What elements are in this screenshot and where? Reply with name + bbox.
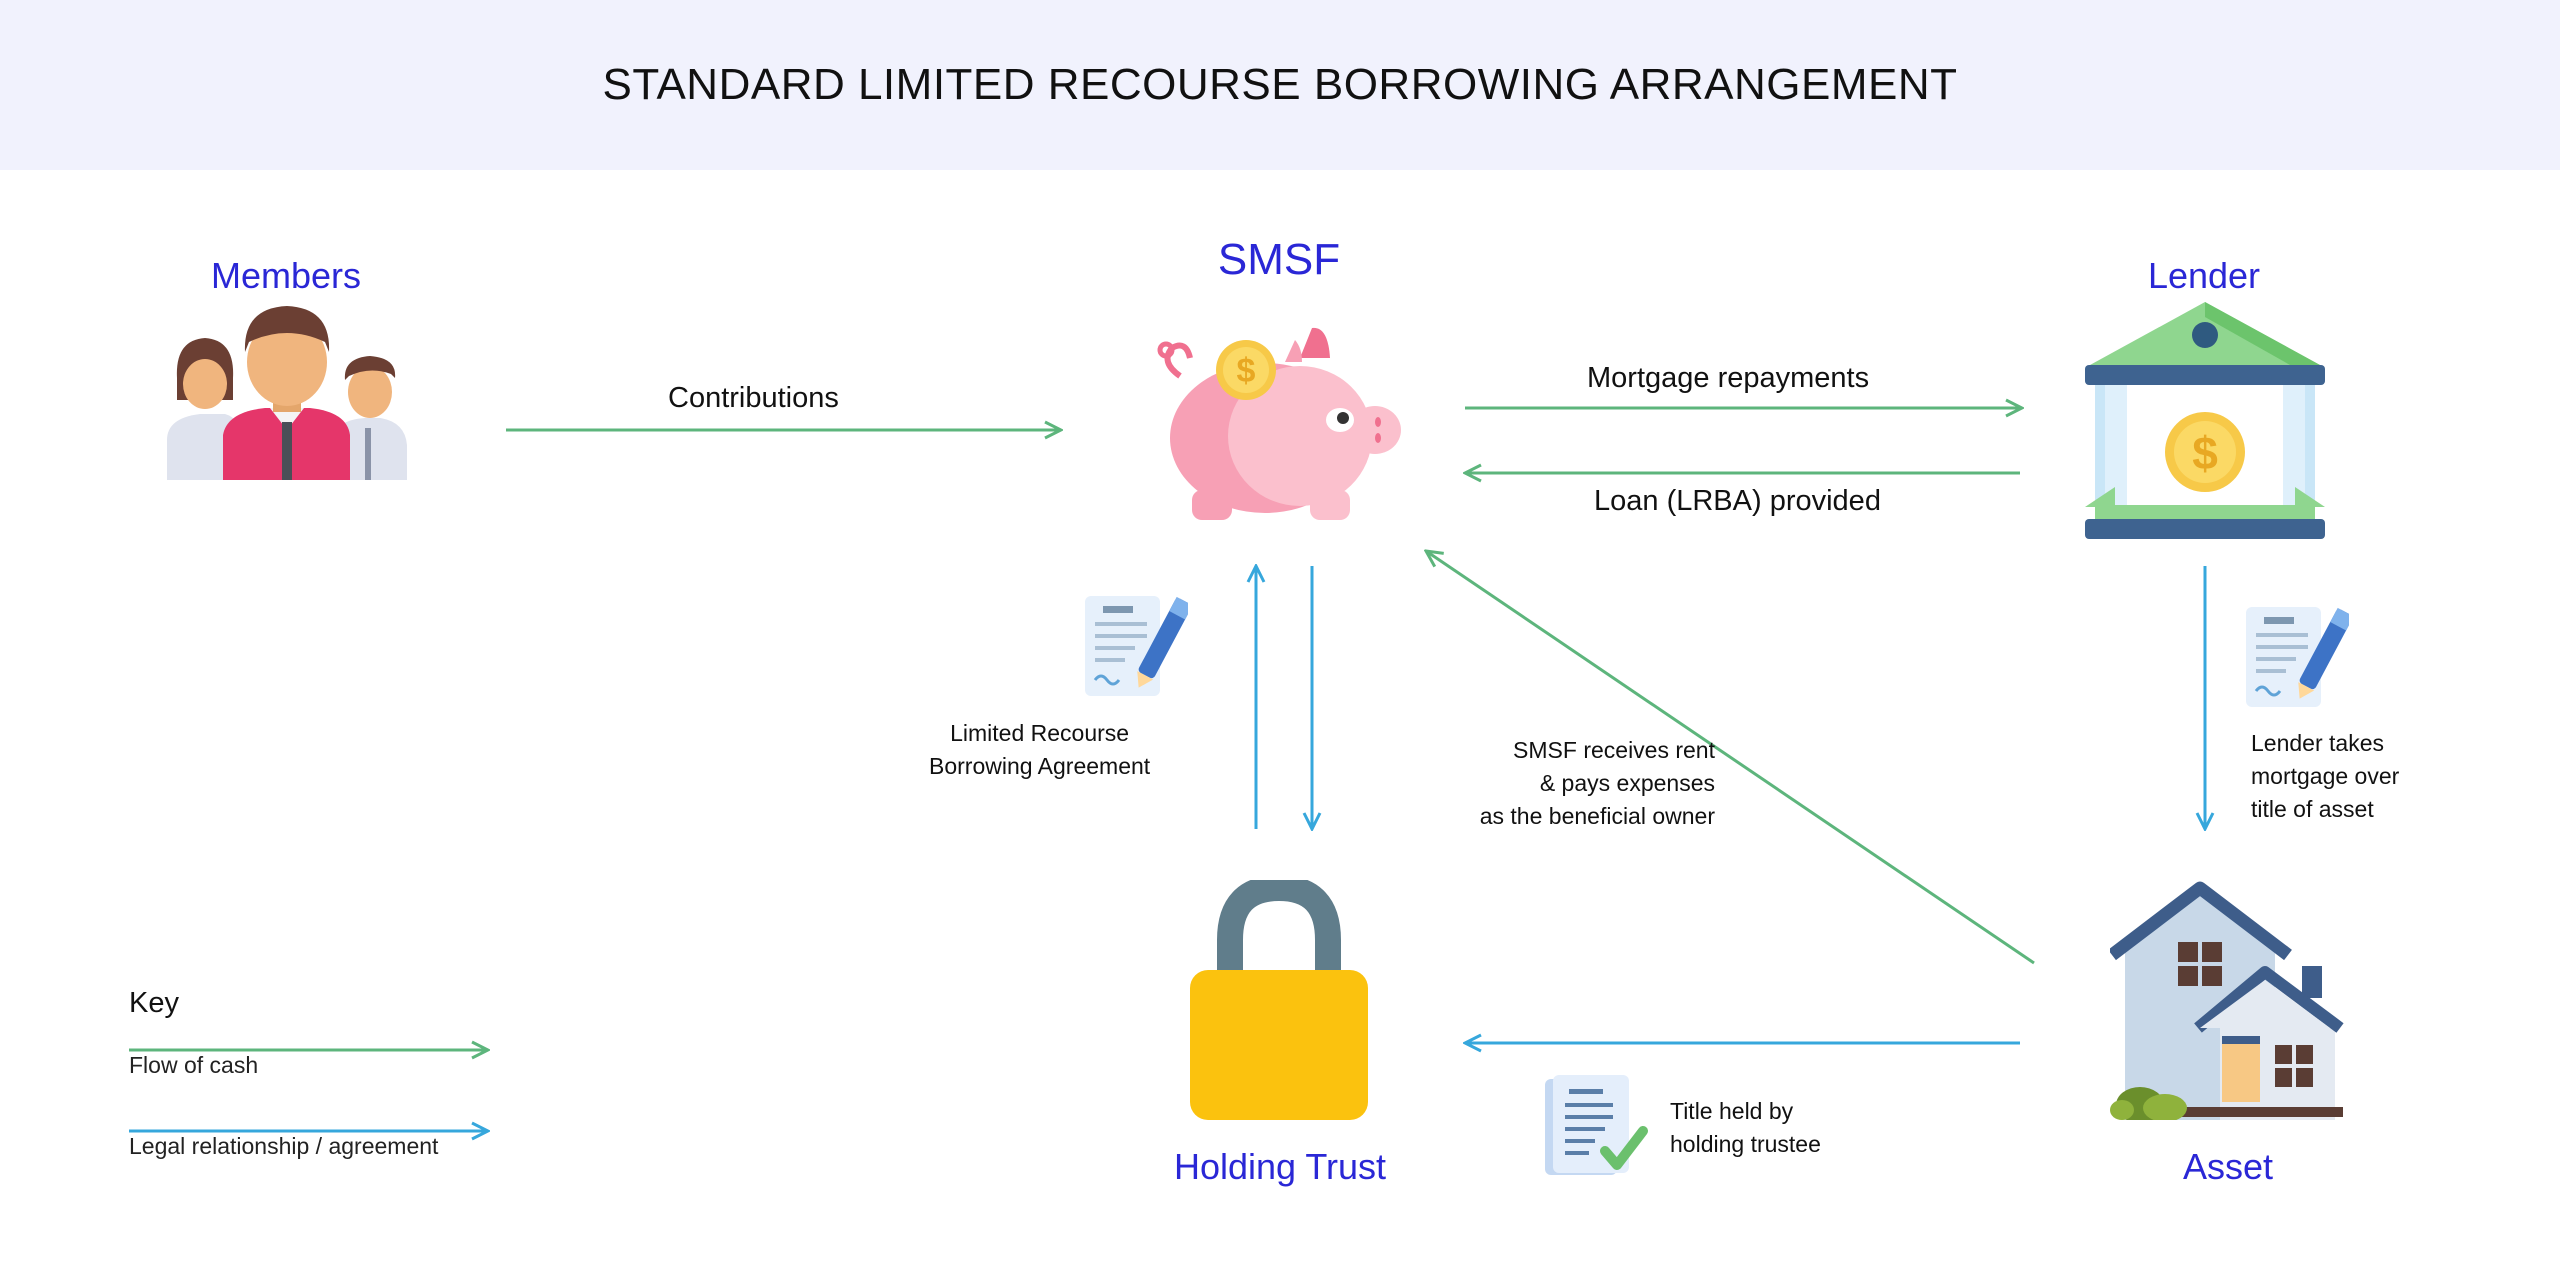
mortgage-repayments-label: Mortgage repayments [1587,362,1870,394]
loan-provided-label: Loan (LRBA) provided [1594,485,1881,517]
contributions-label: Contributions [668,382,839,414]
lrba-note-line-2: Borrowing Agreement [929,753,1151,779]
rent-note-line-2: & pays expenses [1539,770,1715,796]
family-icon [167,306,407,480]
bank-icon: $ [2085,302,2325,539]
house-icon [2110,881,2344,1120]
header-banner: STANDARD LIMITED RECOURSE BORROWING ARRA… [0,0,2560,170]
svg-text:$: $ [1237,352,1256,390]
title-note-line-2: holding trustee [1670,1131,1821,1157]
piggy-bank-icon: $ [1157,327,1401,520]
title-note-line-1: Title held by [1670,1098,1794,1124]
lrba-agreement-note: Limited Recourse Borrowing Agreement [929,717,1150,783]
mortgage-note-line-2: mortgage over [2251,763,2400,789]
rent-arrow [1426,551,2035,965]
rent-note-line-1: SMSF receives rent [1513,737,1715,763]
key-title: Key [129,987,179,1019]
lrba-note-line-1: Limited Recourse [950,720,1130,746]
mortgage-note-line-1: Lender takes [2251,730,2384,756]
document-check-icon [1545,1075,1648,1175]
title-held-note: Title held by holding trustee [1670,1095,1821,1161]
mortgage-note-line-3: title of asset [2251,796,2374,822]
holding-trust-label: Holding Trust [1173,1146,1387,1187]
rent-note-line-3: as the beneficial owner [1479,803,1715,829]
lender-label: Lender [2147,255,2261,296]
asset-label: Asset [2182,1146,2274,1187]
lender-mortgage-note: Lender takes mortgage over title of asse… [2251,727,2399,826]
members-label: Members [210,255,362,296]
smsf-rent-note: SMSF receives rent & pays expenses as th… [1480,734,1715,833]
document-pen-icon [2246,607,2349,707]
document-pen-icon [1085,596,1188,696]
key-cash-label: Flow of cash [129,1052,259,1078]
page-title: STANDARD LIMITED RECOURSE BORROWING ARRA… [602,60,1958,109]
svg-text:$: $ [2192,427,2218,479]
padlock-icon [1190,880,1368,1120]
key-legal-label: Legal relationship / agreement [129,1133,439,1159]
smsf-label: SMSF [1217,235,1341,284]
